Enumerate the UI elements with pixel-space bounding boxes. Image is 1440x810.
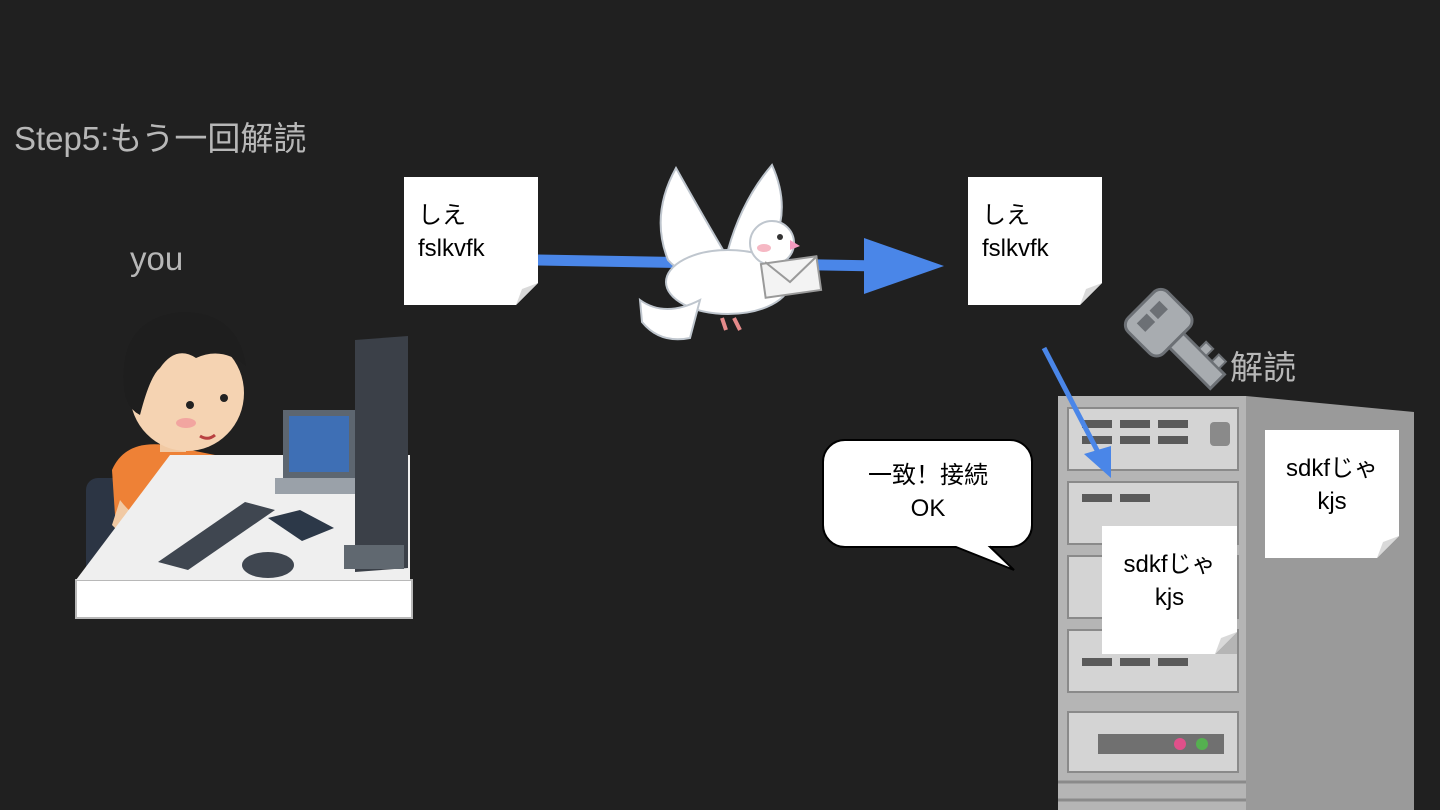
speech-bubble: 一致！接続 OK <box>826 459 1030 525</box>
decode-label: 解読 <box>1230 349 1296 386</box>
sent-message-note: しえ fslkvfk <box>404 177 538 305</box>
note-fold-icon <box>516 283 538 305</box>
received-message-line2: fslkvfk <box>982 235 1049 262</box>
decode-arrow <box>1041 346 1111 478</box>
speech-bubble-shape <box>822 439 1033 571</box>
server-side-note-line1: sdkfじゃ <box>1285 455 1378 482</box>
key-icon <box>1123 287 1228 391</box>
sent-message-line1: しえ <box>418 202 466 229</box>
server-front-note-line2: kjs <box>1154 584 1185 611</box>
speech-bubble-line2: OK <box>910 495 946 522</box>
received-message-line1: しえ <box>982 202 1030 229</box>
note-fold-icon <box>1377 536 1399 558</box>
server-side-note: sdkfじゃ kjs <box>1265 430 1399 558</box>
slide-title: Step5:もう一回解読 <box>14 120 307 157</box>
note-fold-icon <box>1080 283 1102 305</box>
speech-bubble-line1: 一致！接続 <box>868 462 988 489</box>
sent-message-line2: fslkvfk <box>418 235 485 262</box>
server-front-note: sdkfじゃ kjs <box>1102 526 1237 654</box>
you-label: you <box>130 240 184 277</box>
pigeon-carrying-letter-icon <box>638 163 823 341</box>
server-side-note-line2: kjs <box>1317 488 1347 515</box>
person-at-computer-illustration <box>75 312 413 619</box>
note-fold-icon <box>1215 632 1237 654</box>
server-front-note-line1: sdkfじゃ <box>1123 551 1216 578</box>
received-message-note: しえ fslkvfk <box>968 177 1102 305</box>
